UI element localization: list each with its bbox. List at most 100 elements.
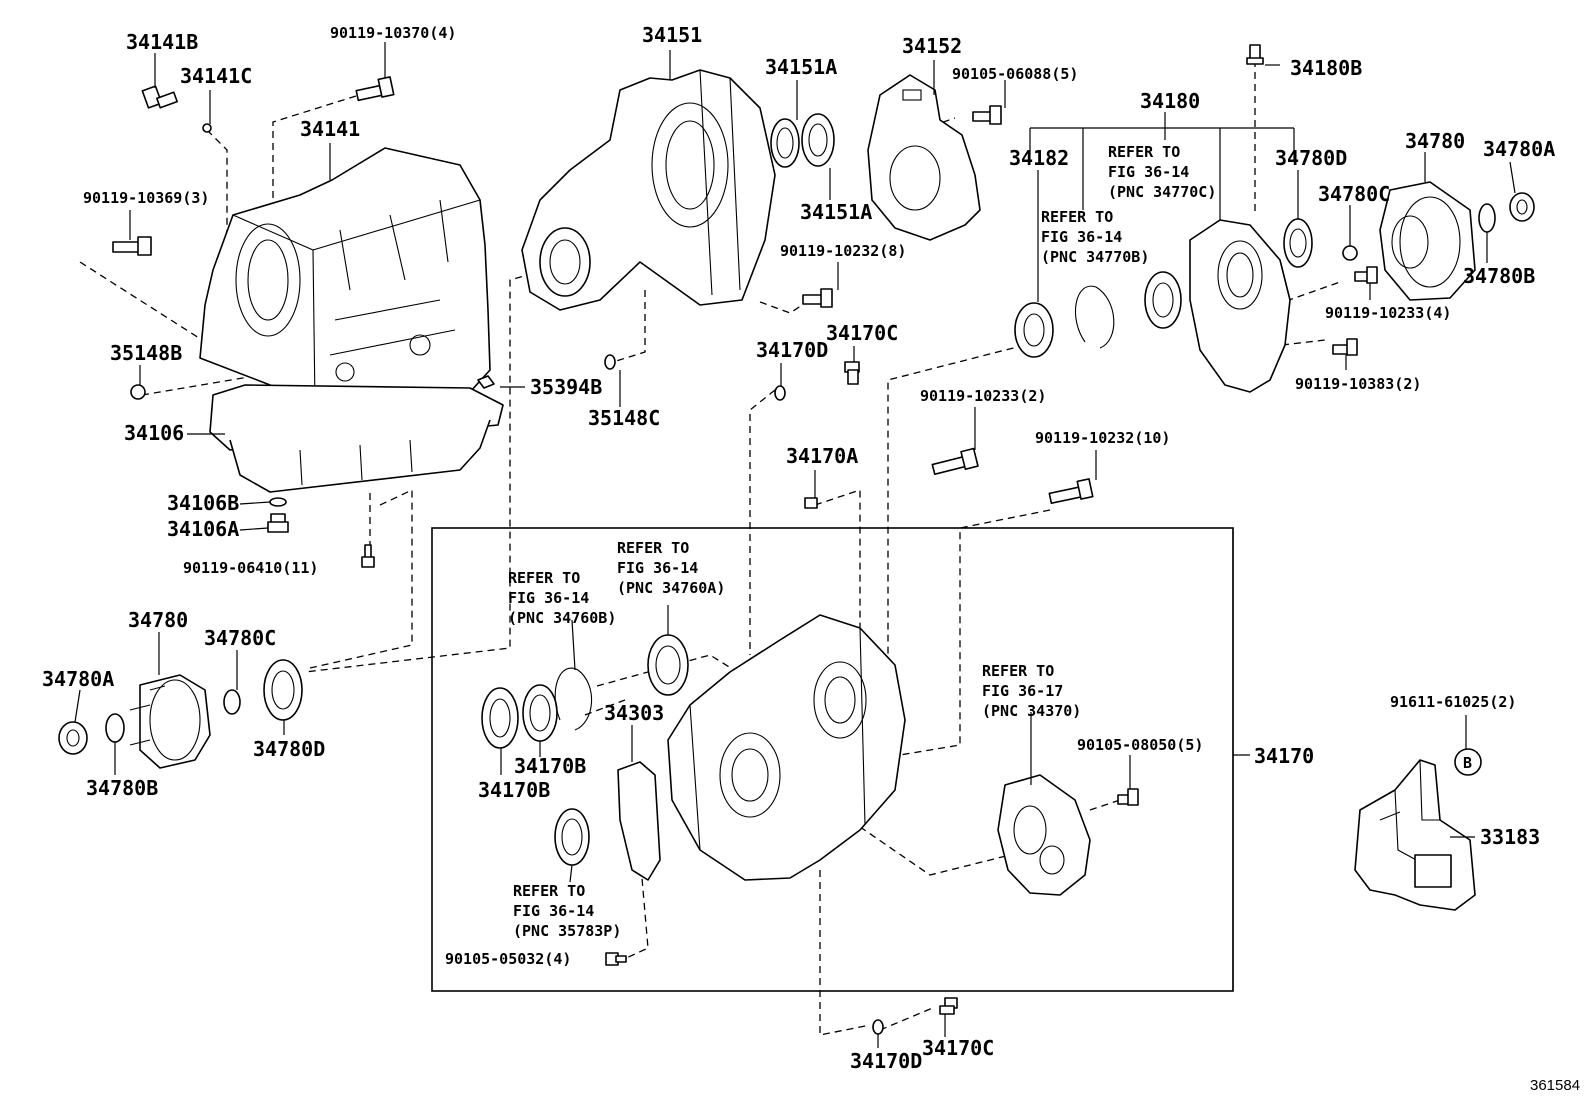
bolt-90105-06088 bbox=[972, 105, 1002, 125]
label-35148B: 35148B bbox=[110, 341, 182, 365]
label-90119-10232-8: 90119-10232(8) bbox=[780, 242, 906, 260]
label-34780D-left: 34780D bbox=[253, 737, 325, 761]
label-34780-left: 34780 bbox=[128, 608, 188, 632]
seal-34151A bbox=[770, 113, 835, 168]
transfer-case-34170 bbox=[667, 614, 906, 881]
oil-pan-34106 bbox=[209, 384, 504, 493]
callout-b-circle bbox=[1454, 748, 1482, 776]
flange-34780-left bbox=[129, 674, 211, 769]
label-34141B: 34141B bbox=[126, 30, 198, 54]
label-34170B-b: 34170B bbox=[478, 778, 550, 802]
seal-34170B-a bbox=[481, 687, 519, 749]
gasket-34303 bbox=[617, 761, 661, 881]
label-34170C-bottom: 34170C bbox=[922, 1036, 994, 1060]
part-labels: 34141B 90119-10370(4) 34141C 34141 90119… bbox=[42, 23, 1580, 1094]
label-91611-61025: 91611-61025(2) bbox=[1390, 693, 1516, 711]
washer-34106B bbox=[269, 497, 287, 507]
label-34780C-left: 34780C bbox=[204, 626, 276, 650]
label-34780B-right: 34780B bbox=[1463, 264, 1535, 288]
label-34303: 34303 bbox=[604, 701, 664, 725]
label-34780C-right: 34780C bbox=[1318, 182, 1390, 206]
bearing-35783P bbox=[554, 808, 590, 866]
transfer-cover-34370 bbox=[997, 774, 1091, 896]
label-90119-10370: 90119-10370(4) bbox=[330, 24, 456, 42]
label-34170A: 34170A bbox=[786, 444, 858, 468]
bolt-34170C-bottom bbox=[939, 997, 958, 1015]
washer-34780B-left bbox=[105, 713, 125, 743]
label-34151A-top: 34151A bbox=[765, 55, 837, 79]
nut-34780A-left bbox=[58, 721, 88, 755]
label-90119-10232-10: 90119-10232(10) bbox=[1035, 429, 1170, 447]
bearing-34760A bbox=[647, 634, 689, 696]
snap-ring-34182 bbox=[1014, 302, 1054, 358]
label-34780B-left: 34780B bbox=[86, 776, 158, 800]
washer-34170D-top bbox=[774, 385, 786, 401]
label-90119-10369: 90119-10369(3) bbox=[83, 189, 209, 207]
o-ring-35148B bbox=[130, 384, 146, 400]
label-34182: 34182 bbox=[1009, 146, 1069, 170]
callout-b: B bbox=[1463, 754, 1472, 772]
ref-34760B: REFER TO FIG 36-14 (PNC 34760B) bbox=[508, 569, 616, 627]
bolt-90119-10369 bbox=[112, 236, 152, 256]
bolt-90105-08050 bbox=[1117, 788, 1139, 806]
ref-35783P: REFER TO FIG 36-14 (PNC 35783P) bbox=[513, 882, 621, 940]
label-34106: 34106 bbox=[124, 421, 184, 445]
washer-34780B-right bbox=[1478, 203, 1496, 233]
o-ring-34780C-left bbox=[223, 689, 241, 715]
label-34780D-right: 34780D bbox=[1275, 146, 1347, 170]
mount-33183 bbox=[1354, 759, 1476, 911]
label-34152: 34152 bbox=[902, 34, 962, 58]
bolt-90119-06410 bbox=[361, 544, 375, 568]
label-33183: 33183 bbox=[1480, 825, 1540, 849]
label-90119-06410: 90119-06410(11) bbox=[183, 559, 318, 577]
drain-plug-34106A bbox=[267, 513, 289, 533]
label-34170D-top: 34170D bbox=[756, 338, 828, 362]
snap-ring-34760B bbox=[554, 667, 593, 731]
ref-34370: REFER TO FIG 36-17 (PNC 34370) bbox=[982, 662, 1081, 720]
label-34780-right: 34780 bbox=[1405, 129, 1465, 153]
o-ring-35148C bbox=[604, 354, 616, 370]
nut-34780A-right bbox=[1509, 192, 1535, 222]
ref-34770B: REFER TO FIG 36-14 (PNC 34770B) bbox=[1041, 208, 1149, 266]
label-34151A-bottom: 34151A bbox=[800, 200, 872, 224]
label-90119-10233-4: 90119-10233(4) bbox=[1325, 304, 1451, 322]
label-90119-10383: 90119-10383(2) bbox=[1295, 375, 1421, 393]
label-90119-10233-2: 90119-10233(2) bbox=[920, 387, 1046, 405]
label-34780A-right: 34780A bbox=[1483, 137, 1555, 161]
label-34170C-top: 34170C bbox=[826, 321, 898, 345]
label-34170: 34170 bbox=[1254, 744, 1314, 768]
bearing-34170B-b bbox=[522, 684, 558, 742]
label-35148C: 35148C bbox=[588, 406, 660, 430]
gasket-35394B bbox=[477, 375, 495, 389]
label-90105-05032: 90105-05032(4) bbox=[445, 950, 571, 968]
plug-34170A bbox=[804, 497, 818, 509]
label-35394B: 35394B bbox=[530, 375, 602, 399]
flange-34780-right bbox=[1379, 181, 1476, 301]
seal-34780D-right bbox=[1283, 218, 1313, 268]
label-34180: 34180 bbox=[1140, 89, 1200, 113]
label-34170B-a: 34170B bbox=[514, 754, 586, 778]
label-34141: 34141 bbox=[300, 117, 360, 141]
bolt-90119-10370 bbox=[355, 76, 395, 102]
seal-34770C bbox=[1144, 271, 1182, 329]
rear-cover-34180 bbox=[1189, 219, 1291, 393]
reference-notes: REFER TO FIG 36-14 (PNC 34770C) REFER TO… bbox=[508, 143, 1216, 940]
bolt-90119-10232-10 bbox=[1048, 478, 1094, 505]
label-34780A-left: 34780A bbox=[42, 667, 114, 691]
bolt-90105-05032 bbox=[605, 952, 627, 966]
label-34180B: 34180B bbox=[1290, 56, 1362, 80]
transmission-case-34141 bbox=[199, 147, 491, 419]
bolt-90119-10233-4 bbox=[1354, 266, 1378, 284]
extension-housing-34151 bbox=[521, 69, 776, 311]
washer-34170D-bottom bbox=[872, 1019, 884, 1035]
label-90105-08050: 90105-08050(5) bbox=[1077, 736, 1203, 754]
label-90105-06088: 90105-06088(5) bbox=[952, 65, 1078, 83]
bolt-90119-10383 bbox=[1332, 338, 1358, 356]
bolt-90119-10232-8 bbox=[802, 288, 833, 308]
bolt-90119-10233-2 bbox=[931, 447, 979, 476]
label-34106A: 34106A bbox=[167, 517, 239, 541]
label-34141C: 34141C bbox=[180, 64, 252, 88]
seal-34780D-left bbox=[263, 659, 303, 721]
label-34170D-bottom: 34170D bbox=[850, 1049, 922, 1073]
o-ring-34780C-right bbox=[1342, 245, 1358, 261]
